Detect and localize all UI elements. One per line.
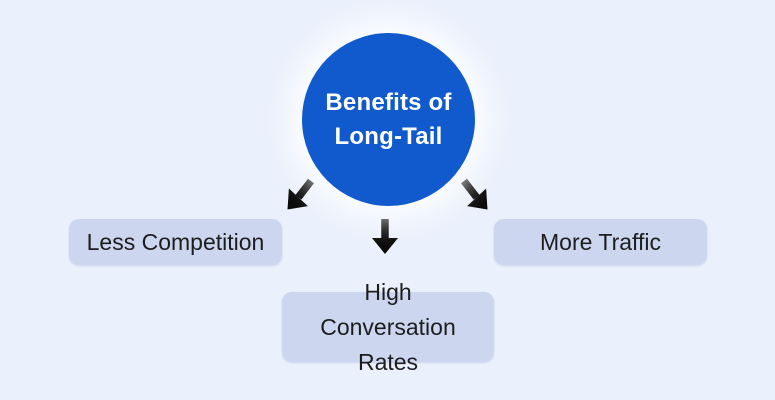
node-high-conversation-rates-label: High Conversation Rates: [320, 278, 456, 375]
node-more-traffic: More Traffic: [494, 219, 707, 265]
node-less-competition: Less Competition: [69, 219, 282, 265]
arrow-down-icon: [372, 219, 398, 254]
arrow-down-right-icon: [461, 178, 488, 210]
central-node-benefits-of-long-tail: Benefits of Long-Tail: [302, 33, 475, 206]
arrow-down-left-icon: [287, 178, 314, 210]
central-node-title-line-2: Long-Tail: [334, 122, 443, 150]
central-node-title-line-1: Benefits of: [325, 88, 452, 116]
node-less-competition-label: Less Competition: [86, 228, 265, 255]
node-high-conversation-rates: High Conversation Rates: [282, 279, 494, 375]
node-more-traffic-label: More Traffic: [540, 228, 661, 255]
